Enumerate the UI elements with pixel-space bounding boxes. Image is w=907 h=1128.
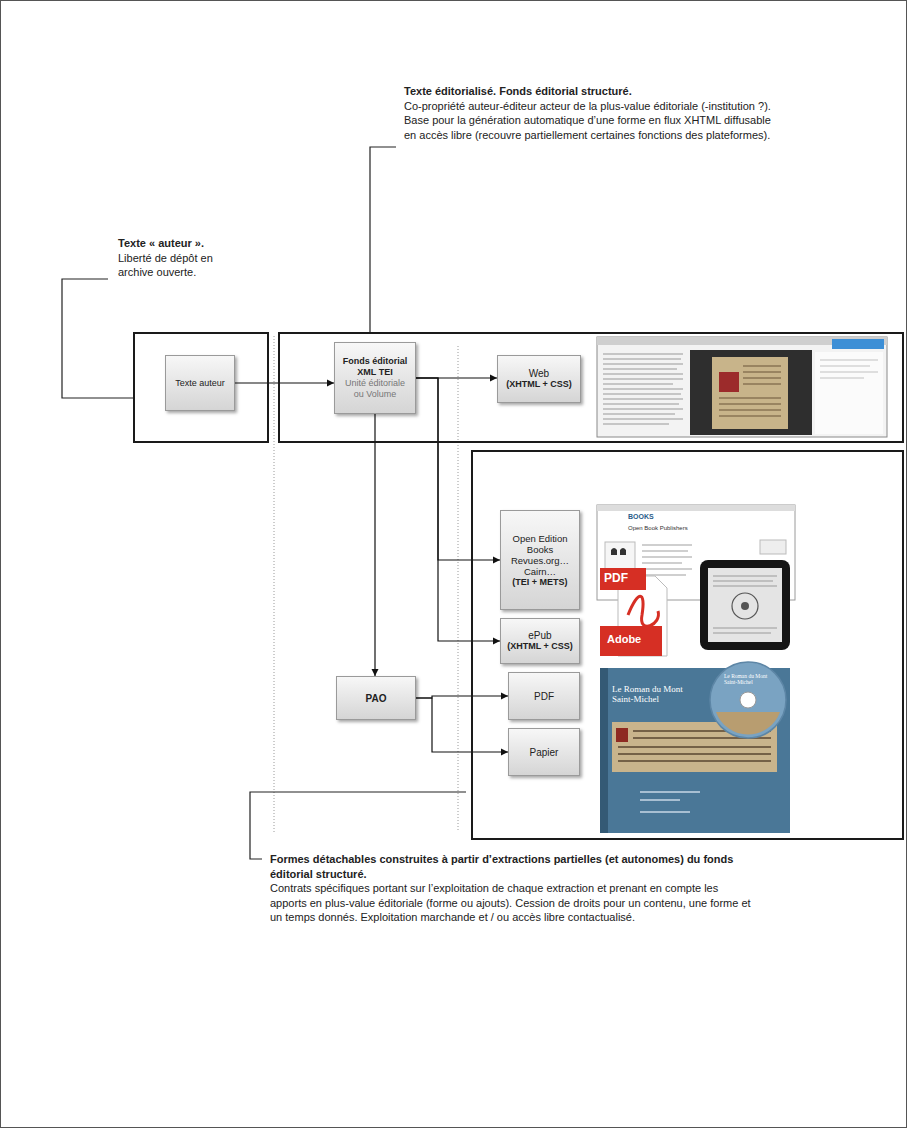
cover-lines [640,792,700,812]
box-text: PDF [534,691,554,702]
flow-arrow [374,414,375,676]
leader-line [370,147,396,332]
illustration-text: Le Roman du Mont Saint-Michel [612,684,698,705]
window [597,337,887,437]
side-box [760,540,786,554]
spine [600,668,608,833]
viewer [690,350,812,435]
dotted-divider [274,336,275,832]
initial [719,372,739,392]
annotation: Texte éditorialisé. Fonds éditorial stru… [404,84,776,142]
disc [710,662,786,738]
flow-arrow [235,382,334,383]
tablet [700,560,790,650]
initial [616,728,628,742]
box-text: (XHTML + CSS) [507,641,573,652]
zone-frame: Fonds éditorial XML TEIUnité éditoriale … [278,332,904,443]
illustration-text: BOOKS [628,513,708,521]
adobe-badge [600,626,662,656]
flow-arrow [416,378,500,641]
box-text: Papier [530,747,559,758]
pdf-icon [600,568,667,656]
box-text: PAO [366,693,387,704]
box-text: ePub [528,630,551,641]
tablet-screen [708,568,782,642]
annotation-body: Liberté de dépôt en archive ouverte. [118,251,218,280]
annotation-body: Contrats spécifiques portant sur l’explo… [270,881,752,925]
disc-hole [740,692,756,708]
box-text: Texte auteur [175,378,225,389]
text-lines [603,354,683,424]
box-text: (XHTML + CSS) [506,379,572,390]
quote-marks [611,548,626,555]
script-lines [719,366,781,416]
annotation: Texte « auteur ».Liberté de dépôt en arc… [118,236,218,280]
dotted-divider [458,346,459,832]
side-lines [820,360,878,378]
screen-figure [741,602,749,610]
process-box: PDF [508,672,580,720]
box-text: Unité éditoriale ou Volume [339,378,411,400]
illustration-text: Open Book Publishers [628,525,738,532]
pdf-badge [600,568,646,590]
box-text: Open Edition Books Revues.org… Cairn… [505,533,575,577]
zone-divider [274,336,458,832]
zone-frame: Open Edition Books Revues.org… Cairn…(TE… [471,450,904,840]
web-screenshot [597,337,887,437]
disc-image [716,712,780,735]
text-lines [642,545,692,575]
acrobat-swirl [628,596,658,626]
zone-frame: Texte auteur [133,332,269,443]
flow-arrow [416,378,500,560]
tablet-body [700,560,790,650]
process-box: Fonds éditorial XML TEIUnité éditoriale … [334,342,416,414]
manuscript [712,357,788,429]
annotation: Formes détachables construites à partir … [270,852,752,925]
annotation-heading: Texte éditorialisé. Fonds éditorial stru… [404,84,776,99]
illustration-text: Le Roman du Mont Saint-Michel [724,673,774,686]
illustration-text: PDF [604,572,644,586]
annotation-heading: Formes détachables construites à partir … [270,852,752,881]
process-box: PAO [336,676,416,720]
process-box: Open Edition Books Revues.org… Cairn…(TE… [500,510,580,610]
annotation-body: Co-propriété auteur-éditeur acteur de la… [404,99,776,143]
box-text: (TEI + METS) [512,577,567,588]
side-panel [815,352,883,434]
process-box: Papier [508,728,580,776]
box-text: Web [529,368,549,379]
process-box: Web(XHTML + CSS) [497,355,581,403]
screen-lines [713,576,777,633]
leader-line [250,792,466,859]
cd-disc [710,662,786,738]
screen-figure [732,593,758,619]
process-box: Texte auteur [165,355,235,411]
process-box: ePub(XHTML + CSS) [500,618,580,664]
leader-lines [62,147,466,859]
button [832,339,884,349]
annotation-heading: Texte « auteur ». [118,236,218,251]
title-bar [597,505,795,511]
box-text: Fonds éditorial XML TEI [339,356,411,378]
flow-arrow [416,698,508,752]
illustration-text: Adobe [607,633,659,646]
leader-line [62,279,133,398]
